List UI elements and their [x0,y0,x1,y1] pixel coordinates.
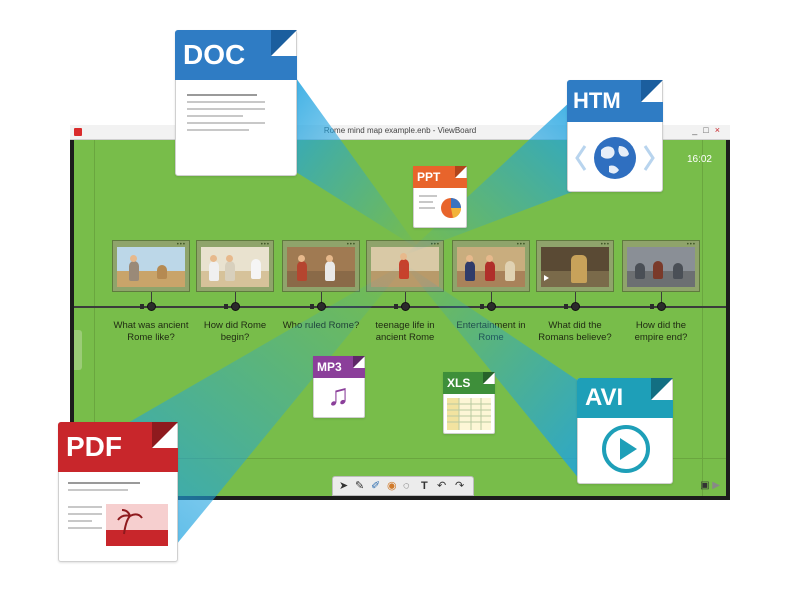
timeline-label-1[interactable]: What was ancient Rome like? [113,320,189,343]
node-handle [224,304,228,309]
timeline-frame-6[interactable]: ••• [536,240,614,292]
close-button[interactable]: × [714,125,726,135]
frame-dots: ••• [260,242,270,248]
spreadsheet-grid-icon [447,398,491,430]
minimize-button[interactable]: _ [692,125,704,135]
timeline-node-3[interactable] [317,302,326,311]
timeline-node-5[interactable] [487,302,496,311]
side-panel-handle[interactable] [74,330,82,370]
timeline-line [74,306,726,308]
timeline-node-1[interactable] [147,302,156,311]
timeline-label-5[interactable]: Entertainment in Rome [456,320,526,343]
mp3-fold [353,356,365,368]
timeline-label-6[interactable]: What did the Romans believe? [538,320,612,343]
frame-dots: ••• [600,242,610,248]
frame-thumbnail [371,247,439,287]
globe-icon [575,137,655,179]
node-handle [650,304,654,309]
redo-icon[interactable]: ↷ [455,480,465,492]
app-icon [74,128,82,136]
frame-thumbnail [627,247,695,287]
timeline-frame-4[interactable]: ••• [366,240,444,292]
frame-thumbnail [201,247,269,287]
doc-fold [271,30,297,56]
frame-thumbnail [457,247,525,287]
pdf-file-icon: PDF [58,422,178,562]
timeline-label-3[interactable]: Who ruled Rome? [282,320,360,331]
ppt-fold [455,166,467,178]
fill-icon[interactable]: ◉ [387,480,397,492]
avi-file-icon: AVI [577,378,673,484]
doc-label: DOC [175,30,271,80]
frame-dots: ••• [176,242,186,248]
frame-thumbnail [541,247,609,287]
next-page-icon[interactable]: ▶ [712,480,720,491]
doc-file-icon: DOC [175,30,297,176]
timeline-frame-7[interactable]: ••• [622,240,700,292]
timeline-frame-5[interactable]: ••• [452,240,530,292]
clock: 16:02 [686,154,712,165]
node-stem [661,292,662,304]
doc-text-lines [187,94,265,136]
grid-line [702,140,703,496]
frame-thumbnail [117,247,185,287]
timeline-node-2[interactable] [231,302,240,311]
highlighter-icon[interactable]: ✐ [371,480,381,492]
eraser-icon[interactable]: ◌ [403,480,410,492]
ppt-file-icon: PPT [413,166,467,228]
timeline-node-4[interactable] [401,302,410,311]
frame-thumbnail [287,247,355,287]
htm-file-icon: HTM [567,80,663,192]
drawing-toolbar: ➤ ✎ ✐ ◉ ◌ T ↶ ↷ [332,476,474,496]
xls-label: XLS [443,372,483,394]
avi-label: AVI [577,378,651,418]
page-tools: ▣ ▶ [700,480,720,491]
timeline-frame-2[interactable]: ••• [196,240,274,292]
timeline-label-2[interactable]: How did Rome begin? [203,320,267,343]
pdf-text-lines [68,482,148,496]
frame-dots: ••• [686,242,696,248]
node-handle [140,304,144,309]
pdf-label: PDF [58,422,152,472]
ppt-label: PPT [413,166,455,188]
play-icon [544,275,549,281]
music-note-icon: ♫ [327,379,350,412]
mp3-file-icon: MP3 ♫ [313,356,365,418]
pointer-icon[interactable]: ➤ [339,480,349,492]
timeline-label-4[interactable]: teenage life in ancient Rome [375,320,435,343]
timeline-node-6[interactable] [571,302,580,311]
undo-icon[interactable]: ↶ [437,480,447,492]
node-handle [564,304,568,309]
htm-label: HTM [567,80,641,122]
timeline-label-7[interactable]: How did the empire end? [634,320,688,343]
node-handle [480,304,484,309]
text-icon[interactable]: T [421,480,428,492]
xls-fold [483,372,495,384]
node-handle [394,304,398,309]
pie-chart-icon [419,195,462,218]
page-icon[interactable]: ▣ [700,480,710,491]
xls-file-icon: XLS [443,372,495,434]
image-icon [106,504,168,546]
window-controls: _□× [692,125,726,135]
avi-fold [651,378,673,400]
mp3-label: MP3 [313,356,353,378]
htm-fold [641,80,663,102]
pdf-side-lines [68,506,102,534]
timeline-frame-1[interactable]: ••• [112,240,190,292]
timeline-frame-3[interactable]: ••• [282,240,360,292]
node-handle [310,304,314,309]
pdf-fold [152,422,178,448]
timeline-node-7[interactable] [657,302,666,311]
pen-icon[interactable]: ✎ [355,480,365,492]
maximize-button[interactable]: □ [703,125,715,135]
play-button-icon [602,425,650,473]
